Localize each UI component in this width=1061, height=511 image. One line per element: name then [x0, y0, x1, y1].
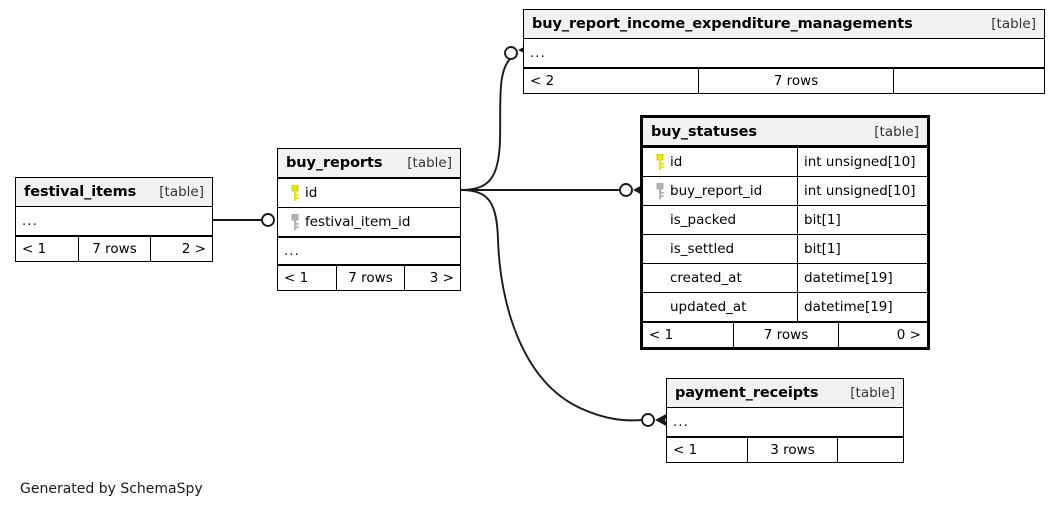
footer-child-count: 2 >: [150, 237, 212, 261]
column-row[interactable]: buy_report_id int unsigned[10]: [643, 176, 927, 205]
table-kind-label: [table]: [874, 123, 919, 140]
table-footer: < 1 7 rows 0 >: [643, 321, 927, 347]
footer-parent-count: < 1: [284, 270, 309, 286]
footer-row-count: 3 rows: [747, 438, 837, 462]
table-title: buy_reports: [286, 155, 383, 171]
key-icon-foreign: [650, 183, 670, 199]
footer-parent-count: < 1: [649, 327, 674, 343]
footer-child-count: [893, 69, 1044, 93]
footer-parent-count: < 2: [530, 73, 555, 89]
column-label: festival_item_id: [305, 214, 411, 230]
column-type-cell: datetime[19]: [797, 264, 927, 292]
table-title: buy_statuses: [651, 123, 757, 140]
columns-collapsed-ellipsis[interactable]: ...: [673, 414, 689, 430]
table-footer: < 1 3 rows: [667, 436, 903, 462]
key-icon-primary: [650, 154, 670, 170]
column-name-cell: festival_item_id: [278, 208, 460, 236]
key-icon-foreign: [285, 214, 305, 230]
column-label: id: [670, 154, 683, 170]
table-header: payment_receipts [table]: [667, 379, 903, 408]
column-row[interactable]: festival_item_id: [278, 207, 460, 236]
table-title: festival_items: [24, 184, 137, 200]
table-header: buy_reports [table]: [278, 149, 460, 178]
column-row[interactable]: created_at datetime[19]: [643, 263, 927, 292]
column-row[interactable]: id: [278, 178, 460, 207]
columns-collapsed-ellipsis[interactable]: ...: [22, 213, 38, 229]
columns-collapsed-ellipsis[interactable]: ...: [530, 45, 546, 61]
table-kind-label: [table]: [991, 16, 1036, 32]
footer-row-count: 7 rows: [336, 266, 404, 290]
footer-child-count: [837, 438, 903, 462]
column-name-cell: id: [278, 179, 460, 207]
footer-row-count: 7 rows: [698, 69, 893, 93]
table-header: festival_items [table]: [16, 178, 212, 207]
column-name-cell: updated_at: [643, 293, 797, 321]
footer-parent-count: < 1: [673, 442, 698, 458]
column-name-cell: created_at: [643, 264, 797, 292]
column-row[interactable]: id int unsigned[10]: [643, 147, 927, 176]
footer-child-count: 3 >: [404, 266, 460, 290]
columns-collapsed-ellipsis[interactable]: ...: [278, 236, 460, 264]
table-kind-label: [table]: [159, 184, 204, 200]
table-festival-items[interactable]: festival_items [table] ... < 1 7 rows 2 …: [15, 177, 213, 262]
edge-buy-reports-to-income-expenditure: [460, 56, 513, 191]
column-type-cell: bit[1]: [797, 235, 927, 263]
generator-credit: Generated by SchemaSpy: [20, 481, 203, 497]
column-type-cell: int unsigned[10]: [797, 148, 927, 176]
table-kind-label: [table]: [407, 155, 452, 171]
footer-parent-count: < 1: [22, 241, 47, 257]
footer-child-count: 0 >: [838, 323, 927, 347]
edge-buy-reports-to-payment-receipts: [460, 189, 642, 422]
table-buy-reports[interactable]: buy_reports [table] id: [277, 148, 461, 291]
column-label: created_at: [670, 270, 742, 286]
column-label: is_settled: [670, 241, 735, 257]
column-name-cell: id: [643, 148, 797, 176]
column-type-cell: bit[1]: [797, 206, 927, 234]
key-icon-primary: [285, 185, 305, 201]
table-title: buy_report_income_expenditure_management…: [532, 16, 913, 32]
footer-row-count: 7 rows: [78, 237, 150, 261]
column-name-cell: buy_report_id: [643, 177, 797, 205]
table-header: buy_statuses [table]: [643, 118, 927, 147]
table-title: payment_receipts: [675, 385, 819, 401]
column-label: id: [305, 185, 318, 201]
column-type-cell: datetime[19]: [797, 293, 927, 321]
column-row[interactable]: updated_at datetime[19]: [643, 292, 927, 321]
column-row[interactable]: is_settled bit[1]: [643, 234, 927, 263]
table-kind-label: [table]: [850, 385, 895, 401]
table-footer: < 2 7 rows: [524, 67, 1044, 93]
table-payment-receipts[interactable]: payment_receipts [table] ... < 1 3 rows: [666, 378, 904, 463]
column-name-cell: is_settled: [643, 235, 797, 263]
column-row[interactable]: is_packed bit[1]: [643, 205, 927, 234]
column-label: updated_at: [670, 299, 747, 315]
table-footer: < 1 7 rows 3 >: [278, 264, 460, 290]
column-type-cell: int unsigned[10]: [797, 177, 927, 205]
table-footer: < 1 7 rows 2 >: [16, 235, 212, 261]
column-label: is_packed: [670, 212, 737, 228]
table-buy-report-income-expenditure-managements[interactable]: buy_report_income_expenditure_management…: [523, 9, 1045, 94]
table-buy-statuses[interactable]: buy_statuses [table] id int unsigned[10]: [640, 115, 930, 350]
footer-row-count: 7 rows: [733, 323, 838, 347]
table-header: buy_report_income_expenditure_management…: [524, 10, 1044, 39]
column-label: buy_report_id: [670, 183, 763, 199]
column-name-cell: is_packed: [643, 206, 797, 234]
